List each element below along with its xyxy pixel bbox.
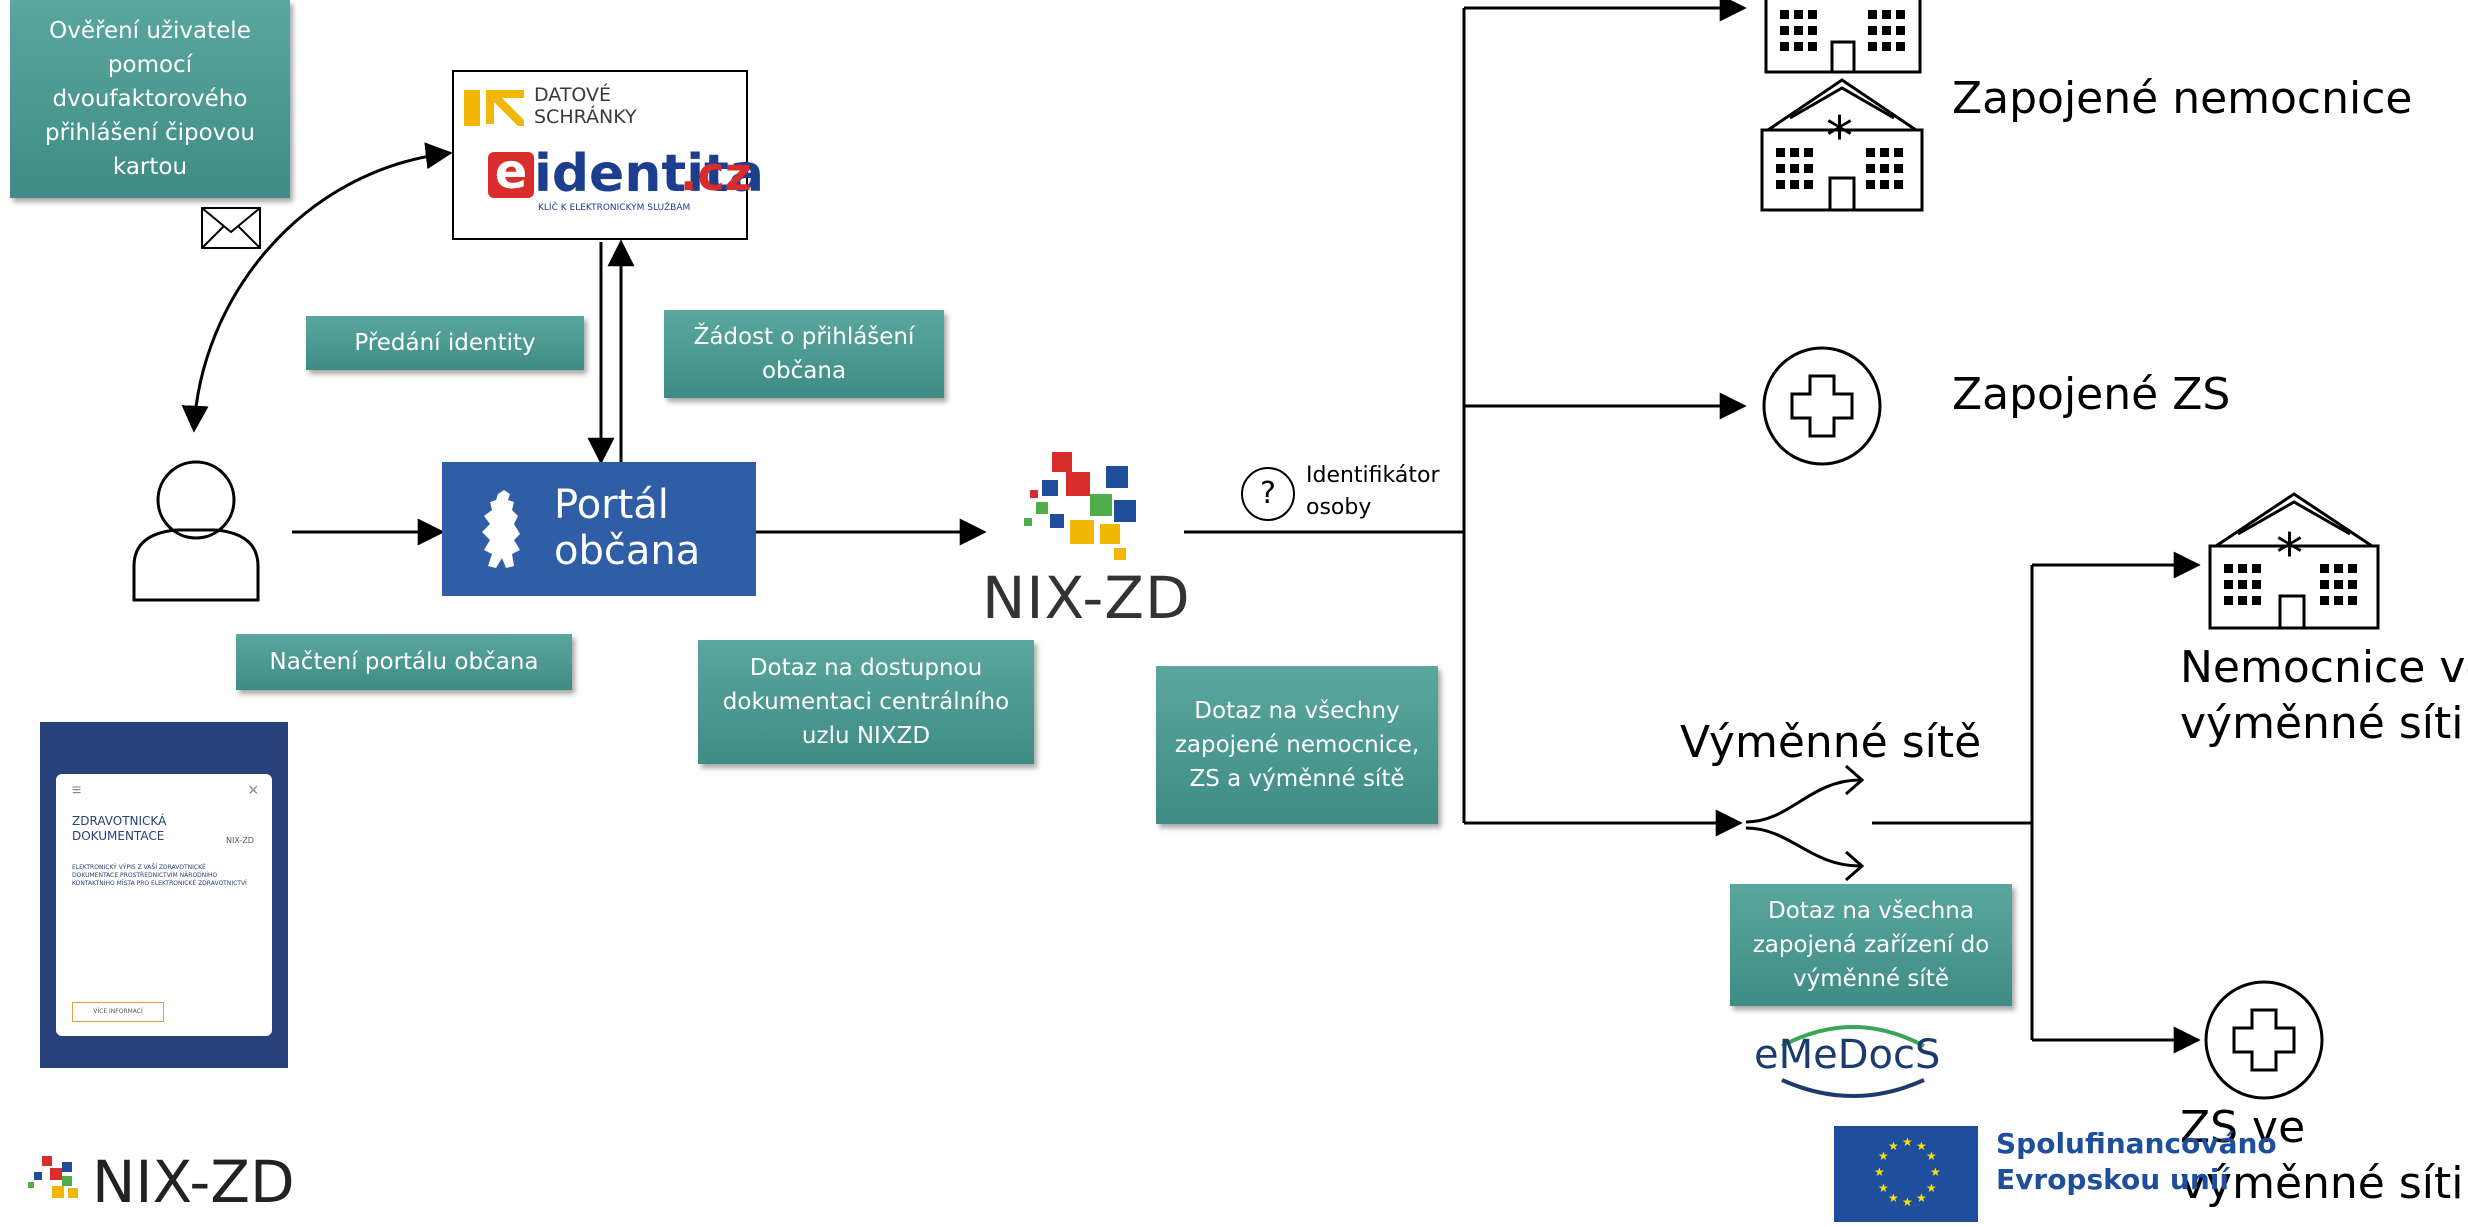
note-login-request: Žádost o přihlášení občana	[664, 310, 944, 398]
health-cross-icon	[1762, 346, 1882, 466]
nixzd-mosaic-icon	[1024, 452, 1136, 560]
envelope-icon	[201, 207, 261, 249]
emedocs-logo: eMeDocS	[1754, 1032, 1941, 1078]
nixzd-label: NIX-ZD	[982, 564, 1191, 632]
svg-text:★: ★	[1926, 1149, 1937, 1163]
identity-provider-box: DATOVÉ SCHRÁNKY e identita .cz KLÍČ K EL…	[452, 70, 764, 240]
portal-title: Portál občana	[554, 482, 701, 574]
label-connected-hospitals: Zapojené nemocnice	[1952, 73, 2413, 124]
eidentita-wordmark: identita	[534, 144, 764, 204]
close-icon: ×	[248, 780, 259, 800]
svg-text:★: ★	[1874, 1165, 1885, 1179]
person-icon	[132, 460, 260, 602]
phone-screenshot: ≡ × ZDRAVOTNICKÁ DOKUMENTACE NIX-ZD ELEK…	[40, 722, 288, 1068]
menu-icon: ≡	[72, 782, 82, 799]
eidentita-tld: .cz	[680, 147, 752, 201]
datove-line2: SCHRÁNKY	[534, 106, 637, 128]
label-zs-exchange: ZS ve výměnné síti	[2180, 1102, 2464, 1209]
eidentita-e-badge	[488, 152, 534, 198]
eidentita-e: e	[494, 144, 528, 200]
label-hospitals-exchange: Nemocnice ve výměnné síti	[2180, 642, 2468, 749]
portal-obcana-logo: Portál občana	[442, 462, 756, 596]
phone-body-text: ELEKTRONICKÝ VÝPIS Z VAŠÍ ZDRAVOTNICKÉ D…	[72, 864, 247, 887]
health-cross-exchange-icon	[2204, 980, 2324, 1100]
question-glyph: ?	[1260, 476, 1276, 511]
lion-emblem-icon	[482, 490, 520, 568]
hospital-icon-top	[1764, 0, 1922, 74]
note-exchange-query: Dotaz na všechna zapojená zařízení do vý…	[1730, 884, 2012, 1006]
note-two-factor-auth: Ověření uživatele pomocí dvoufaktorového…	[10, 0, 290, 198]
datove-schranky-logo	[464, 90, 524, 126]
identifier-label: Identifikátor osoby	[1306, 463, 1440, 520]
svg-text:★: ★	[1902, 1195, 1913, 1209]
label-connected-zs: Zapojené ZS	[1952, 369, 2231, 420]
hospital-exchange-icon: *	[2208, 492, 2380, 630]
svg-text:*: *	[2276, 522, 2303, 585]
eidentita-tagline: KLÍČ K ELEKTRONICKÝM SLUŽBÁM	[538, 203, 691, 213]
label-exchange-networks: Výměnné sítě	[1680, 717, 1982, 768]
hospital-icon: *	[1760, 78, 1924, 212]
svg-text:★: ★	[1930, 1165, 1941, 1179]
emedocs-arc-icon	[1781, 1025, 1925, 1098]
svg-text:★: ★	[1888, 1139, 1899, 1153]
svg-text:*: *	[1826, 105, 1853, 168]
shuffle-icon	[1745, 764, 1865, 882]
svg-text:★: ★	[1878, 1181, 1889, 1195]
eu-cofinanced-text: Spolufinancováno Evropskou unií	[1996, 1127, 2277, 1196]
note-portal-load: Načtení portálu občana	[236, 634, 572, 690]
footer-nixzd-label: NIX-ZD	[92, 1148, 295, 1216]
auth-curve-arrow	[181, 142, 453, 433]
eu-stars-icon: ★★★ ★★★ ★★★ ★★★	[1874, 1135, 1941, 1209]
question-circle-icon	[1241, 467, 1295, 521]
svg-text:★: ★	[1926, 1181, 1937, 1195]
svg-text:★: ★	[1916, 1139, 1927, 1153]
datove-line1: DATOVÉ	[534, 84, 612, 106]
phone-logo: NIX-ZD	[226, 836, 254, 845]
svg-text:★: ★	[1888, 1191, 1899, 1205]
footer-nixzd-mosaic-icon	[28, 1156, 78, 1198]
note-central-query: Dotaz na dostupnou dokumentaci centrální…	[698, 640, 1034, 764]
phone-title: ZDRAVOTNICKÁ DOKUMENTACE	[72, 814, 167, 843]
phone-more-info-button[interactable]: VÍCE INFORMACÍ	[72, 1002, 164, 1022]
svg-text:★: ★	[1902, 1135, 1913, 1149]
phone-screen: ≡ × ZDRAVOTNICKÁ DOKUMENTACE NIX-ZD ELEK…	[56, 774, 272, 1036]
eu-flag: ★★★ ★★★ ★★★ ★★★	[1834, 1126, 1978, 1222]
note-all-query: Dotaz na všechny zapojené nemocnice, ZS …	[1156, 666, 1438, 824]
note-identity-handover: Předání identity	[306, 316, 584, 370]
svg-text:★: ★	[1878, 1149, 1889, 1163]
svg-text:★: ★	[1916, 1191, 1927, 1205]
